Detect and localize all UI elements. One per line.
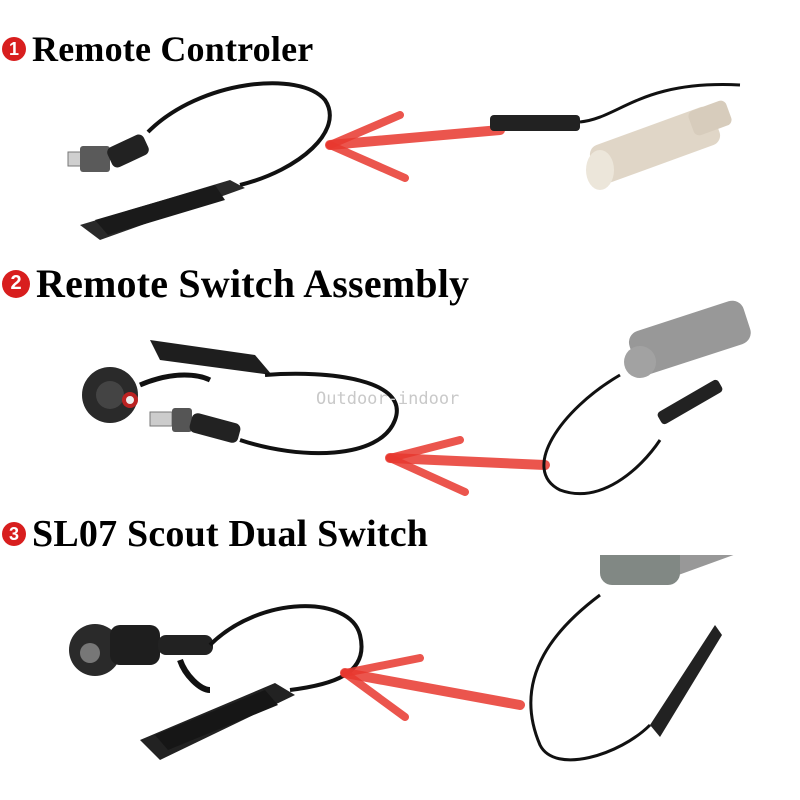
- section-title: Remote Switch Assembly: [36, 261, 470, 306]
- cable-image: [208, 604, 364, 692]
- section-number-badge: 3: [2, 522, 26, 546]
- section-title: Remote Controler: [32, 29, 314, 69]
- arrow-icon: [385, 436, 550, 496]
- tailcap-image: [82, 367, 212, 423]
- section-1-product-image: [67, 81, 741, 240]
- switch-image: [490, 115, 580, 131]
- section-2-heading: 2 Remote Switch Assembly: [2, 260, 469, 307]
- section-title: SL07 Scout Dual Switch: [32, 513, 429, 555]
- arrow-icon: [325, 111, 505, 182]
- pressure-pad-image: [80, 180, 245, 240]
- dual-switch-image: [69, 624, 213, 693]
- section-1-heading: 1 Remote Controler: [2, 28, 313, 70]
- cable-image: [146, 81, 332, 187]
- pressure-pad-image: [140, 683, 295, 760]
- plug-connector-image: [67, 134, 149, 172]
- section-number-badge: 1: [2, 37, 26, 61]
- section-3-heading: 3 SL07 Scout Dual Switch: [2, 512, 428, 556]
- switch-image: [650, 625, 722, 737]
- cable-image: [239, 371, 399, 456]
- watermark-text: Outdoor-indoor: [316, 389, 460, 409]
- section-number-badge: 2: [2, 269, 30, 298]
- flashlight-image: [586, 100, 732, 190]
- flashlight-image: [624, 300, 751, 378]
- arrow-icon: [340, 654, 525, 721]
- section-3-product-image: [69, 555, 791, 762]
- plug-connector-image: [149, 408, 241, 443]
- pressure-pad-image: [150, 340, 272, 375]
- switch-image: [657, 379, 723, 425]
- section-2-product-image: [82, 300, 751, 496]
- flashlight-image: [600, 555, 791, 585]
